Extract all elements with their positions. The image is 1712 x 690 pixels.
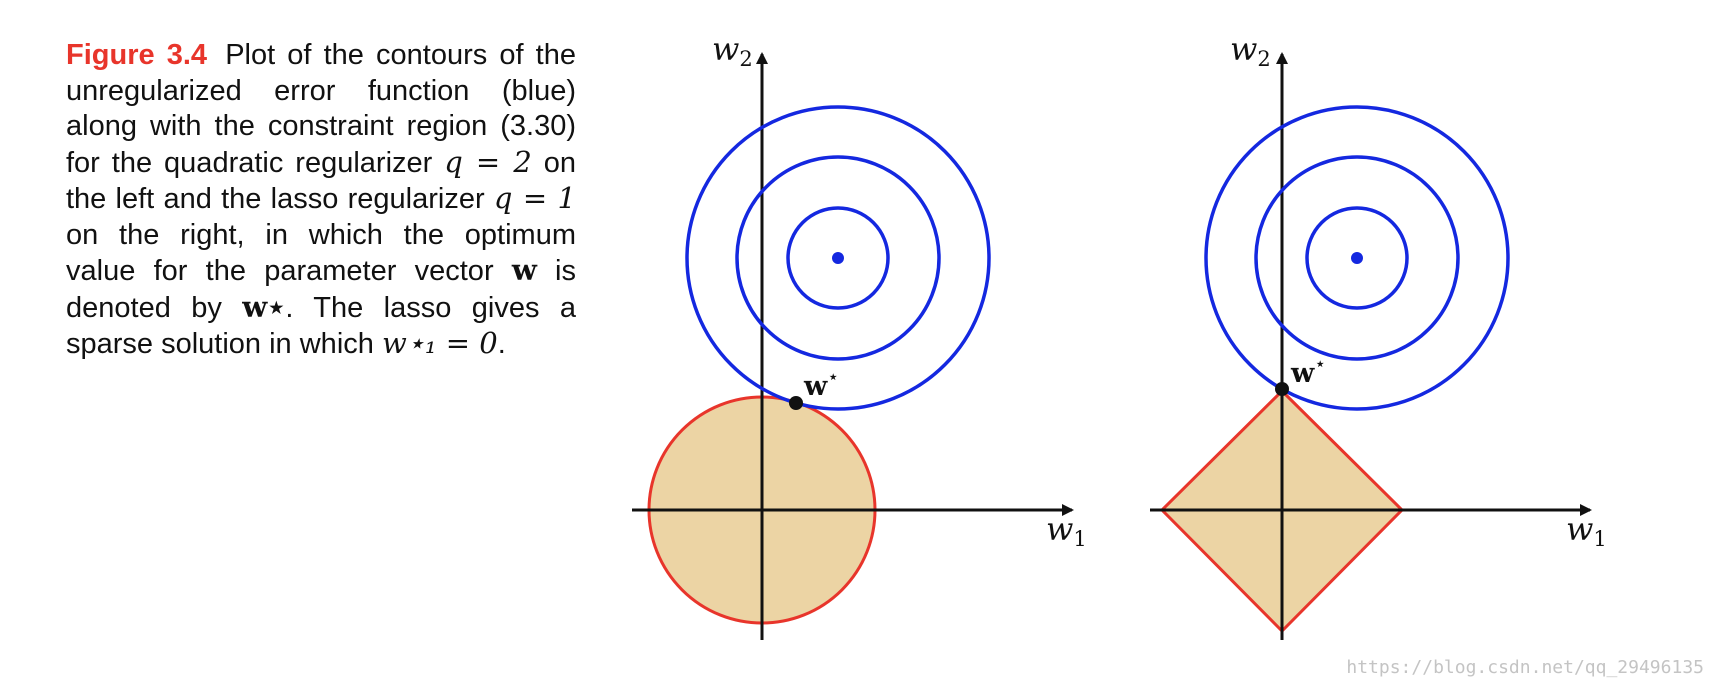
caption-math-w: w [511,253,537,287]
left-contour-center-dot [832,252,844,264]
right-y-axis-label: w2 [1230,30,1271,71]
figure-caption: Figure 3.4 Plot of the contours of the u… [66,38,576,363]
left-x-axis-label: w1 [1046,510,1087,551]
left-y-axis-label: w2 [712,30,753,71]
caption-math-q1: q = 1 [493,181,576,215]
caption-text-2: on the left and the lasso regularizer [66,146,576,216]
right-optimum-point [1275,382,1289,396]
watermark-url: https://blog.csdn.net/qq_29496135 [1346,657,1704,678]
right-plot: w⋆ w2 w1 [1150,30,1607,640]
left-optimum-point [789,396,803,410]
right-x-axis-label: w1 [1566,510,1607,551]
caption-text-4: is denoted by [66,255,576,324]
left-contour-inner [786,206,890,310]
left-contour-middle [735,155,941,361]
figure-label: Figure 3.4 [66,39,208,71]
caption-text-3: on the right, in which the optimum value… [66,218,576,288]
caption-text-5: . The lasso gives a sparse solution in w… [66,291,576,361]
right-contour-outer [1204,105,1510,411]
caption-text-1: Plot of the contours of the unregularize… [66,39,576,179]
right-optimum-label: w⋆ [1290,353,1326,389]
left-plot: w⋆ w2 w1 [632,30,1087,640]
caption-math-wstar: w⋆ [242,289,286,324]
left-optimum-label: w⋆ [803,366,839,402]
right-contour-center-dot [1351,252,1363,264]
caption-math-q2: q = 2 [444,144,532,179]
right-contour-inner [1305,206,1409,310]
caption-math-w1star: w⋆₁ = 0 [381,326,498,360]
caption-text-6: . [497,328,506,360]
left-contour-outer [685,105,991,411]
right-contour-middle [1254,155,1460,361]
